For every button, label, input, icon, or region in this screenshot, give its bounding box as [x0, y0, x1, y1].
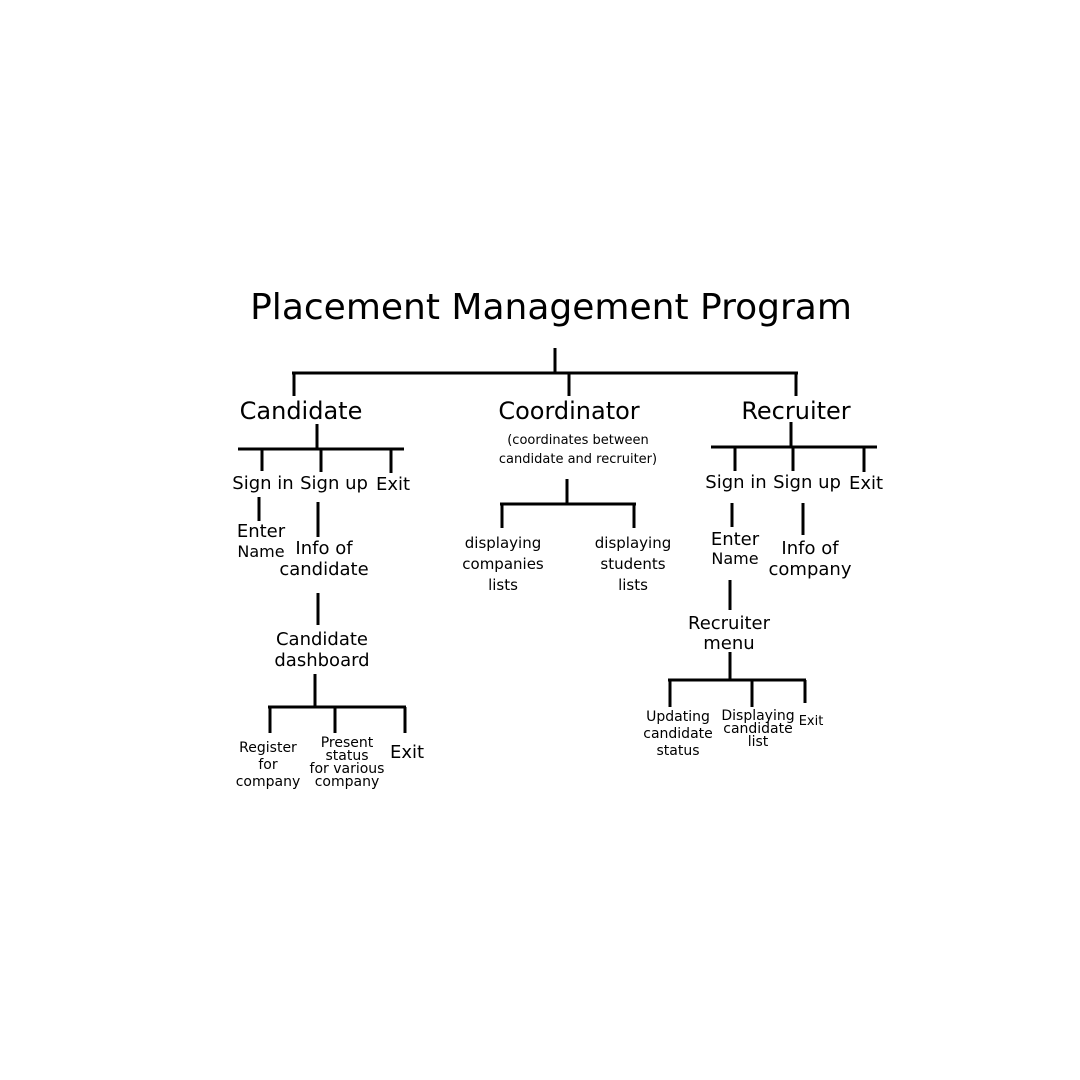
diagram-title: Placement Management Program [250, 287, 852, 328]
updating-candidate-status-node: Updating candidate status [643, 709, 713, 759]
recruiter-menu-exit-node: Exit [798, 714, 824, 729]
recruiter-info-node: Info of company [768, 538, 852, 580]
candidate-sign-up-node: Sign up [300, 473, 368, 494]
present-status-node: Present status for various company [309, 735, 385, 790]
candidate-info-node: Info of candidate [279, 538, 369, 580]
candidate-name-label: Name [237, 542, 285, 561]
recruiter-sign-up-node: Sign up [773, 472, 841, 493]
coordinator-note: (coordinates between candidate and recru… [498, 433, 658, 467]
recruiter-enter-label: Enter [710, 529, 760, 550]
recruiter-exit-node: Exit [848, 473, 884, 494]
candidate-sign-in-node: Sign in [232, 473, 294, 494]
register-for-company-node: Register for company [235, 740, 301, 790]
candidate-exit-node: Exit [375, 474, 411, 495]
coordinator-node: Coordinator [498, 397, 640, 425]
dashboard-exit-node: Exit [389, 742, 425, 763]
candidate-node: Candidate [239, 397, 363, 425]
recruiter-menu-node: Recruiter menu [687, 613, 771, 654]
displaying-students-node: displaying students lists [594, 534, 672, 594]
displaying-companies-node: displaying companies lists [462, 534, 544, 594]
recruiter-sign-in-node: Sign in [705, 472, 767, 493]
recruiter-node: Recruiter [741, 397, 851, 425]
displaying-candidate-list-node: Displaying candidate list [721, 708, 795, 750]
candidate-enter-label: Enter [236, 521, 286, 542]
recruiter-name-label: Name [711, 549, 759, 568]
candidate-dashboard-node: Candidate dashboard [274, 629, 370, 671]
